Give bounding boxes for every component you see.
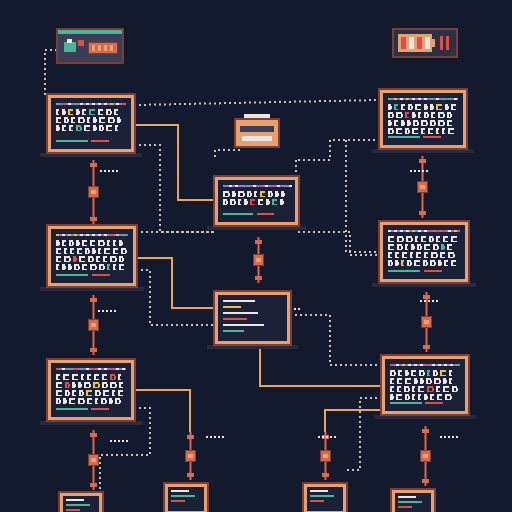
- monitor-center-upper: [207, 175, 306, 230]
- terminal-bottom-3: [302, 482, 348, 512]
- connector-5: [421, 292, 432, 352]
- wire-dotted-7: [298, 139, 380, 161]
- monitor-base: [40, 287, 144, 291]
- wire-solid-3: [134, 124, 215, 201]
- wire-dotted-6: [214, 149, 240, 160]
- connector-4: [88, 295, 99, 355]
- connector-1: [88, 160, 99, 224]
- monitor-lower-left: [40, 358, 142, 425]
- connector-2: [417, 156, 428, 218]
- diagram-nodes: [40, 28, 476, 512]
- tick-mark-9: [318, 436, 336, 438]
- wire-dotted-1: [44, 49, 58, 95]
- monitor-base: [40, 421, 142, 425]
- monitor-base: [207, 226, 306, 230]
- connector-3: [253, 237, 264, 283]
- tick-mark-7: [110, 440, 128, 442]
- connector-8: [320, 432, 331, 480]
- wire-dotted-18: [346, 397, 382, 471]
- wire-dotted-8: [298, 231, 380, 256]
- monitor-center-lower: [207, 290, 298, 349]
- tick-mark-10: [440, 436, 458, 438]
- printer-center: [234, 114, 280, 148]
- wire-dotted-12: [136, 269, 215, 326]
- wire-solid-17: [324, 409, 382, 440]
- monitor-base: [372, 283, 476, 287]
- monitor-base: [207, 345, 298, 349]
- wire-solid-11: [136, 257, 215, 309]
- monitor-top-left: [40, 93, 142, 157]
- monitor-mid-right: [372, 220, 476, 287]
- wire-solid-15: [134, 389, 191, 440]
- wire-solid-14: [259, 344, 382, 387]
- monitor-base: [40, 153, 142, 157]
- wire-dotted-2: [133, 99, 381, 106]
- connector-pylons: [88, 156, 432, 490]
- battery-cell: [398, 34, 432, 52]
- monitor-base: [374, 415, 476, 419]
- connector-7: [185, 432, 196, 480]
- terminal-bottom-4: [390, 488, 436, 512]
- monitor-base: [372, 149, 474, 153]
- terminal-bottom-1: [58, 491, 104, 512]
- router-screen-icon: [64, 42, 76, 52]
- router-top-left: [56, 28, 124, 64]
- tick-mark-8: [206, 436, 224, 438]
- tick-mark-4: [420, 300, 438, 302]
- tick-mark-5: [98, 310, 116, 312]
- connector-9: [420, 426, 431, 486]
- connection-wires: [44, 49, 382, 493]
- wire-dotted-10: [345, 140, 380, 253]
- tick-mark-2: [410, 170, 428, 172]
- monitor-lower-right: [374, 354, 476, 419]
- wire-dotted-4: [134, 144, 215, 233]
- wire-dotted-13: [290, 314, 382, 366]
- terminal-bottom-2: [163, 482, 209, 512]
- battery-top-right: [392, 28, 458, 58]
- wire-dotted-16: [99, 407, 151, 493]
- connector-6: [88, 430, 99, 490]
- router-top-stripe: [58, 30, 122, 34]
- router-star-icon: [78, 40, 84, 46]
- tick-mark-1: [100, 170, 118, 172]
- monitor-mid-left: [40, 224, 144, 291]
- monitor-top-right: [372, 88, 474, 153]
